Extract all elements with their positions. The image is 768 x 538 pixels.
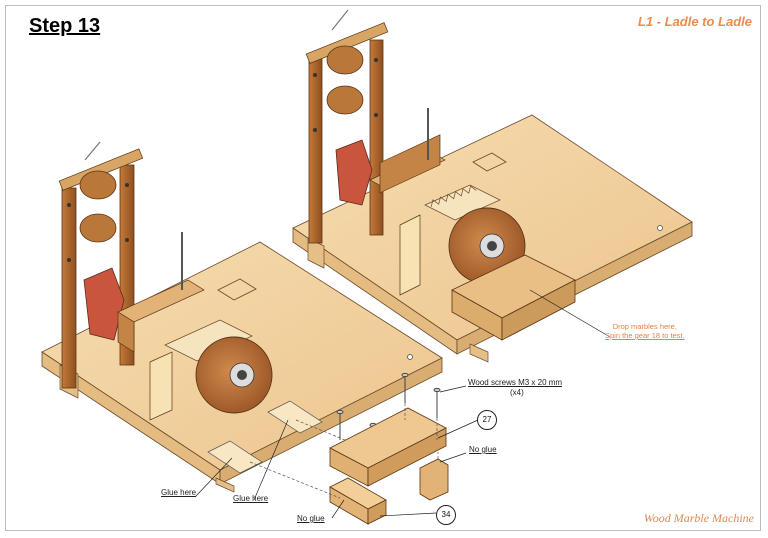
screws-label: Wood screws M3 x 20 mm [468,378,563,387]
test-note-line-2: Spin the gear 18 to test. [605,331,685,340]
part-34-side [367,499,387,525]
left-glue-slot-b [267,400,323,434]
left-post-left [61,187,77,389]
step-title: Step 13 [29,15,101,37]
right-assembly [292,9,693,363]
left-assembly [41,141,443,493]
right-red-cam [335,139,373,206]
test-note: Drop marbles here, Spin the gear 18 to t… [605,322,685,340]
left-glue-slot-a [207,440,263,474]
part-block-right [419,458,449,501]
exploded-parts [195,289,611,525]
model-title: L1 - Ladle to Ladle [637,14,752,29]
left-base-side [219,357,443,485]
callout-part-27: 27 [477,410,497,430]
glue-here-left-label: Glue here [161,488,197,497]
part-27-side [367,427,447,487]
footer-brand: Wood Marble Machine [643,511,754,525]
page-border [5,5,761,531]
callout-part-34: 34 [436,505,456,525]
test-note-line-1: Drop marbles here, [612,322,677,331]
right-post-right [369,39,384,236]
glue-here-mid-label: Glue here [233,494,269,503]
right-post-left [308,57,323,244]
no-glue-right-label: No glue [469,445,497,454]
no-glue-bottom-label: No glue [297,514,325,523]
screws-qty-label: (x4) [510,388,524,397]
